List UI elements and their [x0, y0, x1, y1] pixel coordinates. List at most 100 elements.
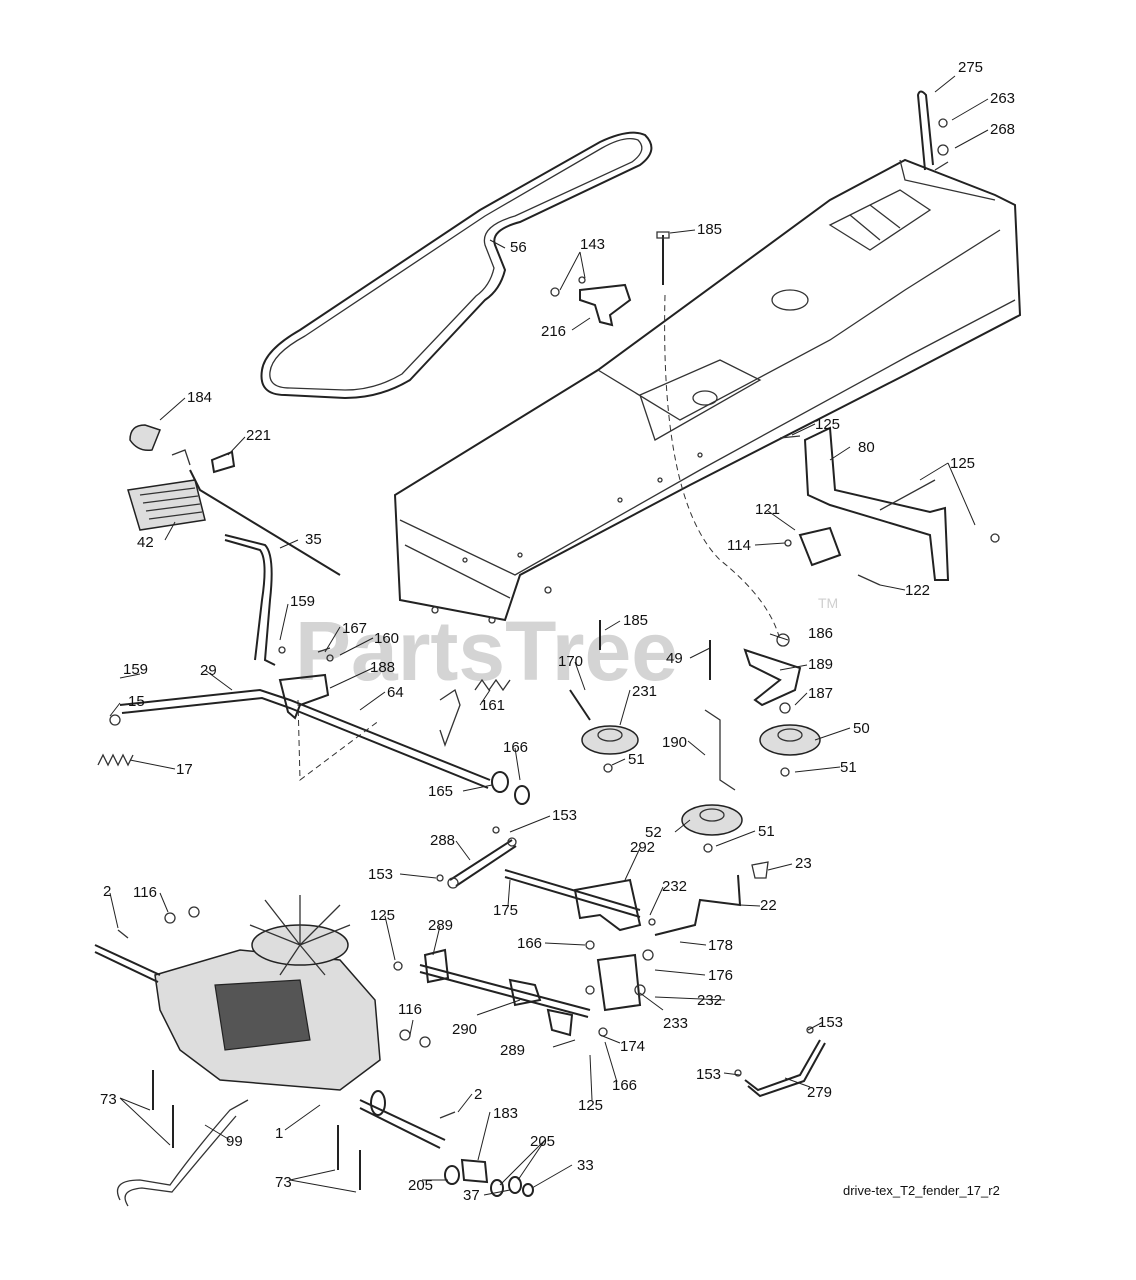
callout-232-b: 232 [697, 992, 722, 1009]
callout-153-b: 153 [368, 866, 393, 883]
part-73-bolts [152, 1070, 361, 1190]
part-185-bolt [656, 231, 670, 285]
part-axle-hardware [439, 1111, 534, 1197]
callout-175: 175 [493, 902, 518, 919]
callout-15: 15 [128, 693, 145, 710]
callout-51-b: 51 [840, 759, 857, 776]
callout-56: 56 [510, 239, 527, 256]
belt-path-guide [664, 294, 781, 641]
callout-161: 161 [480, 697, 505, 714]
callout-205-b: 205 [408, 1177, 433, 1194]
callout-289-a: 289 [428, 917, 453, 934]
callout-166-c: 166 [612, 1077, 637, 1094]
linkage-guide [297, 699, 381, 781]
callout-166-b: 166 [517, 935, 542, 952]
diagram-code: drive-tex_T2_fender_17_r2 [843, 1183, 1000, 1198]
callout-42: 42 [137, 534, 154, 551]
callout-33: 33 [577, 1157, 594, 1174]
callout-166-a: 166 [503, 739, 528, 756]
callout-51-c: 51 [758, 823, 775, 840]
part-175-shaft [504, 869, 641, 918]
part-221-clip [210, 450, 236, 474]
callout-153-a: 153 [552, 807, 577, 824]
callout-116-a: 116 [133, 884, 157, 901]
callout-268: 268 [990, 121, 1015, 138]
callout-37: 37 [463, 1187, 480, 1204]
part-1-transaxle [94, 895, 446, 1149]
part-35-rod [189, 469, 341, 666]
callout-176: 176 [708, 967, 733, 984]
part-80-bracket [779, 426, 1000, 581]
callout-165: 165 [428, 783, 453, 800]
callout-186: 186 [808, 625, 833, 642]
callout-159-a: 159 [290, 593, 315, 610]
part-279-rod [734, 1026, 826, 1098]
callout-29: 29 [200, 662, 217, 679]
callout-233: 233 [663, 1015, 688, 1032]
callout-159-b: 159 [123, 661, 148, 678]
part-290-shaft [393, 948, 608, 1037]
callout-289-b: 289 [500, 1042, 525, 1059]
callout-160: 160 [374, 630, 399, 647]
callout-2-a: 2 [103, 883, 111, 900]
callout-121: 121 [755, 501, 780, 518]
callout-221: 221 [246, 427, 271, 444]
callout-170: 170 [558, 653, 583, 670]
callout-125-b: 125 [950, 455, 975, 472]
callout-292: 292 [630, 839, 655, 856]
callout-187: 187 [808, 685, 833, 702]
callout-174: 174 [620, 1038, 645, 1055]
part-292-plate [573, 878, 656, 932]
callout-22: 22 [760, 897, 777, 914]
part-216-bracket [550, 276, 632, 327]
callout-167: 167 [342, 620, 367, 637]
callout-64: 64 [387, 684, 404, 701]
callout-153-c: 153 [818, 1014, 843, 1031]
part-52-pulley [681, 709, 743, 853]
part-161-spring [474, 678, 511, 692]
callout-185-mid: 185 [623, 612, 648, 629]
part-231-pulley [569, 620, 639, 773]
callout-35: 35 [305, 531, 322, 548]
part-17-spring [97, 753, 134, 767]
callout-232-a: 232 [662, 878, 687, 895]
callout-279: 279 [807, 1084, 832, 1101]
callout-50: 50 [853, 720, 870, 737]
callout-125-c: 125 [370, 907, 395, 924]
part-99-rod [116, 1099, 249, 1207]
callout-183: 183 [493, 1105, 518, 1122]
part-288-rod [436, 826, 517, 889]
callout-190: 190 [662, 734, 687, 751]
callout-231: 231 [632, 683, 657, 700]
callout-23: 23 [795, 855, 812, 872]
part-165-166-bushing [439, 688, 530, 805]
callout-17: 17 [176, 761, 193, 778]
part-64-shaft [109, 688, 491, 789]
callout-51-a: 51 [628, 751, 645, 768]
part-42-pedal [127, 479, 206, 531]
callout-153-d: 153 [696, 1066, 721, 1083]
callout-99: 99 [226, 1133, 243, 1150]
callout-122: 122 [905, 582, 930, 599]
drive-belt [260, 131, 653, 400]
callout-52: 52 [645, 824, 662, 841]
part-22-23-rod [654, 861, 769, 936]
leader-lines [109, 75, 989, 1196]
callout-205-a: 205 [530, 1133, 555, 1150]
callout-143: 143 [580, 236, 605, 253]
callout-labels: 275 263 268 56 143 185 216 184 221 125 8… [100, 59, 1015, 1204]
callout-263: 263 [990, 90, 1015, 107]
callout-275: 275 [958, 59, 983, 76]
watermark-trademark: TM [818, 595, 838, 611]
callout-80: 80 [858, 439, 875, 456]
callout-114: 114 [727, 537, 751, 554]
callout-216: 216 [541, 323, 566, 340]
callout-73-b: 73 [275, 1174, 292, 1191]
watermark-text: PartsTree [295, 604, 678, 698]
callout-290: 290 [452, 1021, 477, 1038]
callout-185-top: 185 [697, 221, 722, 238]
part-184-knob [129, 424, 191, 466]
part-275-rod [916, 90, 949, 171]
callout-188: 188 [370, 659, 395, 676]
